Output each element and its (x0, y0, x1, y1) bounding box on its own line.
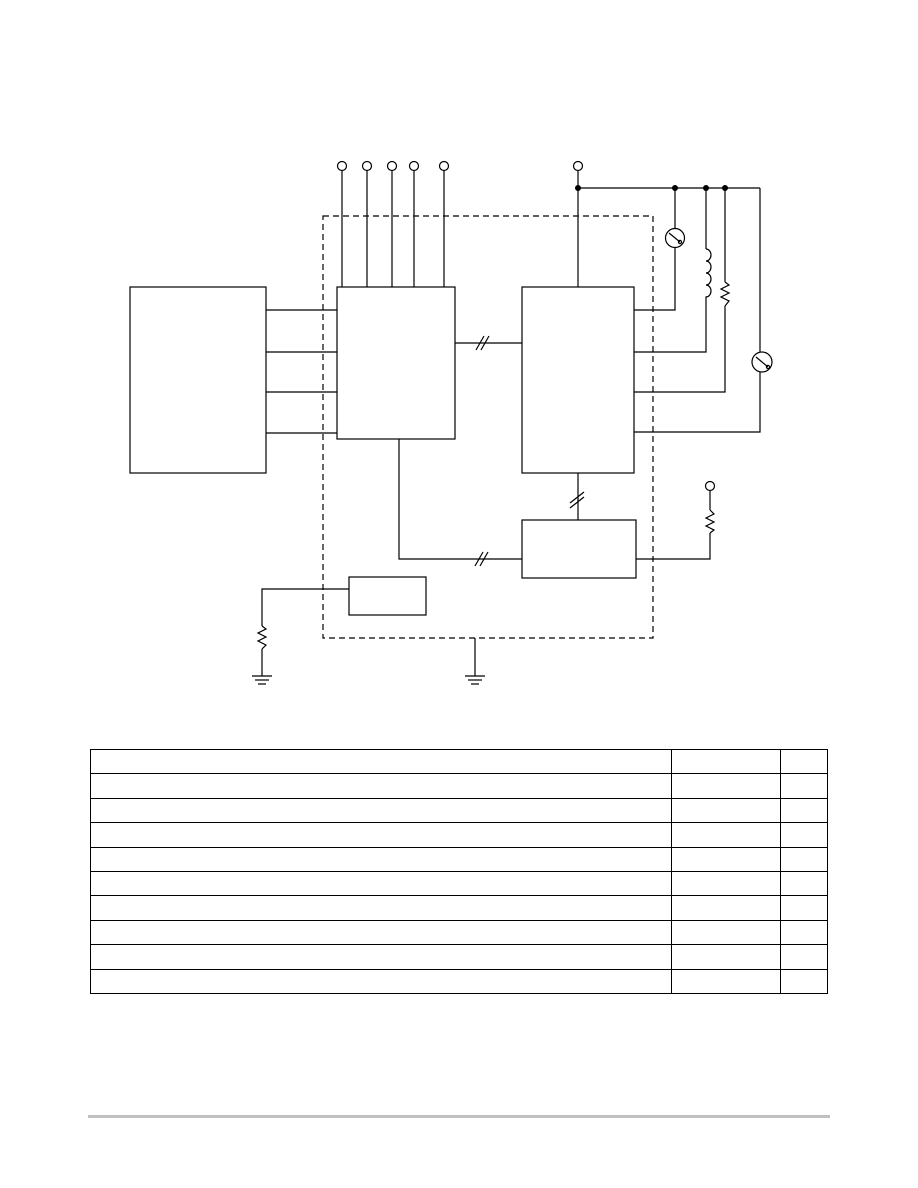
table-cell (90, 870, 672, 897)
pin-terminal-icons (336, 160, 450, 172)
table-row (90, 968, 828, 995)
table-cell (671, 870, 781, 897)
resistor-icon (256, 625, 268, 650)
table-cell (780, 822, 828, 848)
small-block (348, 576, 427, 616)
table-row (90, 822, 828, 848)
table-row (90, 748, 828, 775)
driver-output-1 (634, 247, 676, 311)
logic-top-pins (341, 171, 445, 287)
table-cell (671, 797, 781, 824)
lamp-icon (751, 351, 773, 373)
external-block (129, 286, 267, 474)
table-cell (90, 797, 672, 824)
table-cell (671, 773, 781, 799)
table-cell (90, 822, 672, 848)
driver-output-2 (634, 300, 707, 353)
table-row (90, 870, 828, 897)
package-outline (322, 215, 654, 639)
table-cell (780, 919, 828, 946)
inductor-icon (705, 248, 712, 300)
table-cell (780, 870, 828, 897)
logic-lower-bus (398, 439, 522, 560)
table-cell (780, 748, 828, 775)
table-cell (671, 846, 781, 872)
table-cell (90, 919, 672, 946)
table-cell (90, 773, 672, 799)
table-row (90, 846, 828, 872)
table-row (90, 919, 828, 946)
input-bus-lines (266, 309, 337, 434)
table-cell (671, 968, 781, 995)
ground-icon (252, 675, 272, 685)
table-cell (671, 919, 781, 946)
table-cell (780, 773, 828, 799)
bus-slash-icon (569, 491, 585, 509)
table-cell (90, 944, 672, 970)
table-cell (90, 968, 672, 995)
ground-icon (465, 675, 485, 685)
resistor-icon (704, 509, 716, 534)
lamp-icon (664, 227, 686, 249)
driver-output-3 (634, 306, 726, 393)
resistor-icon (719, 281, 731, 307)
block-diagram (129, 160, 773, 685)
bus-slash-icon (475, 335, 490, 351)
table-cell (780, 797, 828, 824)
table-cell (780, 846, 828, 872)
table-cell (780, 944, 828, 970)
table-row (90, 895, 828, 921)
table-cell (90, 846, 672, 872)
bus-slash-icon (474, 551, 489, 567)
table-row (90, 773, 828, 799)
table-cell (671, 895, 781, 921)
table-row (90, 944, 828, 970)
pullup-terminal-icon (704, 480, 716, 492)
spec-table (90, 748, 828, 995)
table-cell (671, 822, 781, 848)
driver-output-4 (634, 372, 761, 433)
table-row (90, 797, 828, 824)
table-cell (671, 944, 781, 970)
table-cell (671, 748, 781, 775)
supply-terminal-icon (572, 160, 584, 172)
lower-block-output (636, 533, 711, 560)
driver-block (521, 286, 635, 474)
small-block-lead (261, 588, 349, 626)
lower-block (521, 519, 637, 579)
table-cell (90, 748, 672, 775)
footer-rule (88, 1115, 830, 1118)
table-cell (780, 895, 828, 921)
table-cell (780, 968, 828, 995)
logic-block (336, 286, 456, 440)
table-cell (90, 895, 672, 921)
